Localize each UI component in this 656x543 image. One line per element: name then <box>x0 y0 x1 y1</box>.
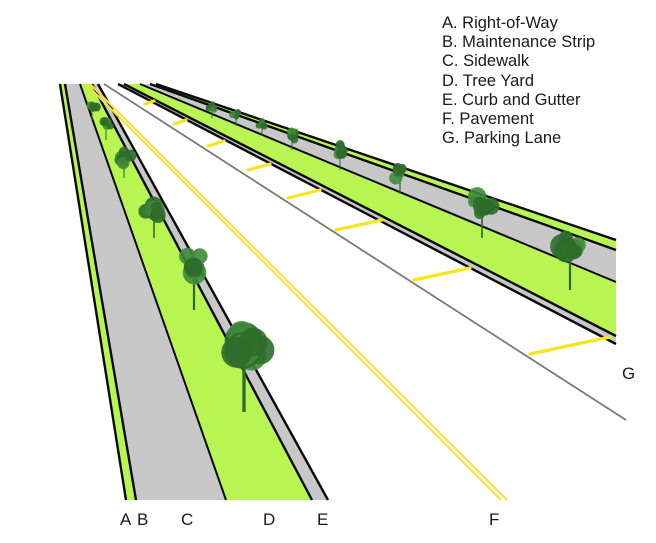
legend-item-maintenance-strip: B. Maintenance Strip <box>442 33 596 52</box>
marker-g: G <box>622 364 636 383</box>
legend: A. Right-of-Way B. Maintenance Strip C. … <box>442 14 595 148</box>
legend-item-sidewalk: C. Sidewalk <box>442 52 530 71</box>
tree-icon <box>138 196 166 238</box>
tree-icon <box>179 247 208 310</box>
parking-stripe <box>412 266 472 282</box>
parking-stripe <box>143 99 156 106</box>
parking-stripes <box>143 99 612 356</box>
left-edge-e <box>96 83 330 501</box>
parking-lane-line <box>103 83 627 421</box>
tree-icon <box>114 146 137 178</box>
tree-icon <box>333 140 348 170</box>
trees <box>86 101 586 412</box>
legend-item-right-of-way: A. Right-of-Way <box>442 14 558 32</box>
legend-item-parking-lane: G. Parking Lane <box>442 129 562 148</box>
tree-icon <box>550 230 586 290</box>
tree-icon <box>229 109 242 126</box>
marker-e: E <box>317 510 329 529</box>
parking-stripe <box>246 162 272 172</box>
parking-stripe <box>528 335 612 356</box>
parking-stripe <box>286 188 322 200</box>
left-curb-gutter <box>92 84 328 500</box>
marker-d: D <box>263 510 276 529</box>
marker-b: B <box>137 510 149 529</box>
tree-icon <box>287 127 300 150</box>
center-line <box>85 83 508 501</box>
tree-icon <box>255 118 268 136</box>
marker-c: C <box>181 510 194 529</box>
tree-icon <box>205 101 218 118</box>
left-sidewalk <box>66 84 226 500</box>
left-edge-c <box>79 83 227 501</box>
legend-item-curb-gutter: E. Curb and Gutter <box>442 90 581 109</box>
legend-item-pavement: F. Pavement <box>442 110 534 129</box>
legend-item-tree-yard: D. Tree Yard <box>442 71 535 90</box>
tree-icon <box>221 320 275 412</box>
tree-icon <box>99 117 114 140</box>
marker-a: A <box>120 510 132 529</box>
left-roadside <box>58 83 330 501</box>
left-edge-a <box>58 83 128 501</box>
marker-f: F <box>489 510 500 529</box>
tree-icon <box>86 101 101 120</box>
tree-icon <box>389 163 407 194</box>
tree-icon <box>467 187 500 238</box>
parking-stripe <box>334 218 384 232</box>
left-tree-yard <box>80 84 312 500</box>
parking-stripe <box>206 139 226 148</box>
parking-stripe <box>172 118 188 126</box>
left-edge-b <box>63 83 138 501</box>
